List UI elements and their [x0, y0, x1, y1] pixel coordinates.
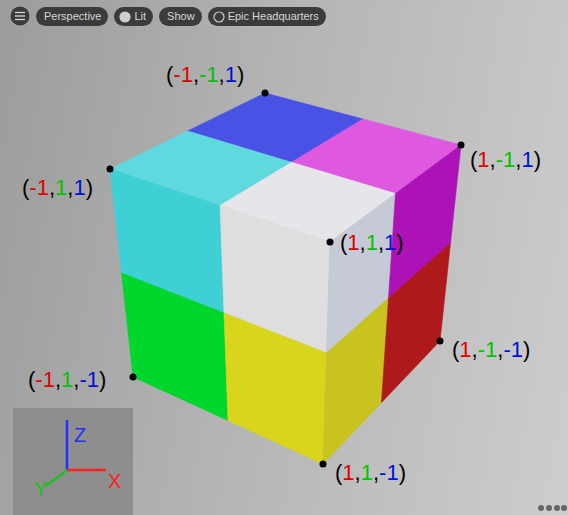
toolbar-button: Epic Headquarters — [208, 7, 326, 26]
toolbar-text: Epic Headquarters — [228, 10, 319, 22]
toolbar-icon — [213, 11, 225, 23]
vertex-dots — [107, 90, 465, 468]
vertex-coordinate: (1,1,1) — [340, 230, 404, 256]
axis-label: Z — [74, 424, 86, 446]
toolbar-button: Lit — [114, 7, 153, 26]
vertex-coordinate: (1,-1,1) — [470, 147, 541, 173]
toolbar-icon — [119, 11, 131, 23]
vertex-coordinate: (1,1,-1) — [335, 460, 406, 486]
vertex-coordinate: (1,-1,-1) — [452, 337, 530, 363]
viewport-corner-icons — [538, 505, 567, 511]
axis-label: Y — [34, 478, 47, 500]
toolbar-button: Perspective — [36, 7, 108, 26]
vertex-coordinate: (-1,1,-1) — [28, 367, 106, 393]
toolbar-icons — [11, 7, 30, 26]
axis-gizmo — [46, 420, 106, 486]
cube-face-cell — [122, 273, 229, 421]
cube-face-cell — [382, 243, 451, 403]
toolbar-text: Perspective — [44, 10, 101, 22]
vertex-coordinate: (-1,-1,1) — [166, 62, 244, 88]
toolbar-button: Show — [159, 7, 202, 26]
cube-face-cell — [323, 298, 389, 464]
toolbar-text: Show — [167, 10, 195, 22]
vertex-coordinate: (-1,1,1) — [22, 175, 93, 201]
cube-face-cell — [224, 313, 327, 464]
toolbar-text: Lit — [134, 10, 146, 22]
axis-label: X — [108, 470, 121, 492]
axis-gizmo-panel — [13, 408, 133, 515]
